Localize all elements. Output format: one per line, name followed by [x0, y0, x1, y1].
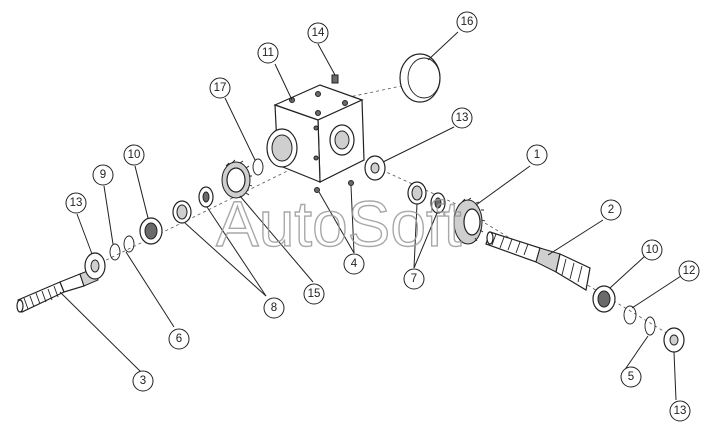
- svg-text:13: 13: [70, 197, 83, 209]
- callout-10-left: 10: [123, 144, 145, 166]
- leader-lines: [59, 31, 682, 401]
- svg-text:13: 13: [674, 405, 687, 417]
- svg-text:9: 9: [100, 169, 106, 181]
- pinion-gear: [221, 159, 253, 199]
- bearing-pair-right: [407, 181, 446, 214]
- svg-text:15: 15: [308, 288, 321, 300]
- callout-4: 4: [343, 253, 365, 275]
- bevel-gear: [453, 197, 486, 245]
- snap-rings-left: [109, 235, 135, 261]
- gearbox-housing: [266, 84, 365, 183]
- svg-text:4: 4: [351, 258, 358, 270]
- callout-10-right: 10: [641, 239, 663, 261]
- svg-text:10: 10: [128, 149, 141, 161]
- washer-right: [663, 327, 685, 353]
- bolts: [314, 180, 354, 193]
- callout-14: 14: [307, 22, 329, 44]
- callout-9: 9: [92, 164, 114, 186]
- callout-5: 5: [620, 366, 642, 388]
- bearing-left: [139, 217, 163, 245]
- svg-text:7: 7: [411, 273, 417, 285]
- washer-left: [84, 252, 106, 280]
- callout-16: 16: [456, 11, 478, 33]
- svg-text:1: 1: [534, 149, 540, 161]
- callout-11: 11: [257, 42, 279, 64]
- callout-8: 8: [263, 297, 285, 319]
- svg-text:11: 11: [262, 47, 274, 59]
- svg-text:5: 5: [628, 371, 634, 383]
- callout-2: 2: [600, 199, 622, 221]
- svg-text:16: 16: [461, 16, 474, 28]
- bearing-right: [592, 285, 616, 313]
- svg-text:17: 17: [214, 82, 227, 94]
- callout-13-top: 13: [451, 107, 473, 129]
- callout-13-left: 13: [65, 192, 87, 214]
- svg-text:6: 6: [176, 333, 182, 345]
- callout-6: 6: [168, 328, 190, 350]
- snap-rings-right: [623, 305, 656, 336]
- svg-text:8: 8: [271, 302, 277, 314]
- snap-ring-17: [252, 158, 264, 176]
- svg-text:14: 14: [312, 27, 325, 39]
- input-shaft: [16, 267, 99, 313]
- callout-12: 12: [678, 260, 700, 282]
- housing-cover: [399, 53, 441, 103]
- bearing-pair: [172, 186, 214, 224]
- callout-7: 7: [403, 268, 425, 290]
- callout-15: 15: [303, 283, 325, 305]
- callout-13-right: 13: [669, 400, 691, 422]
- callout-17: 17: [209, 77, 231, 99]
- watermark-text: AutoSoft: [216, 188, 462, 260]
- svg-text:12: 12: [683, 265, 696, 277]
- callout-3: 3: [132, 370, 154, 392]
- svg-text:13: 13: [456, 112, 469, 124]
- svg-text:10: 10: [646, 244, 659, 256]
- oil-plug: [331, 74, 339, 84]
- output-shaft: [485, 231, 591, 291]
- callout-1: 1: [526, 144, 548, 166]
- svg-text:3: 3: [140, 375, 146, 387]
- washer-top: [364, 155, 386, 181]
- svg-text:2: 2: [608, 204, 614, 216]
